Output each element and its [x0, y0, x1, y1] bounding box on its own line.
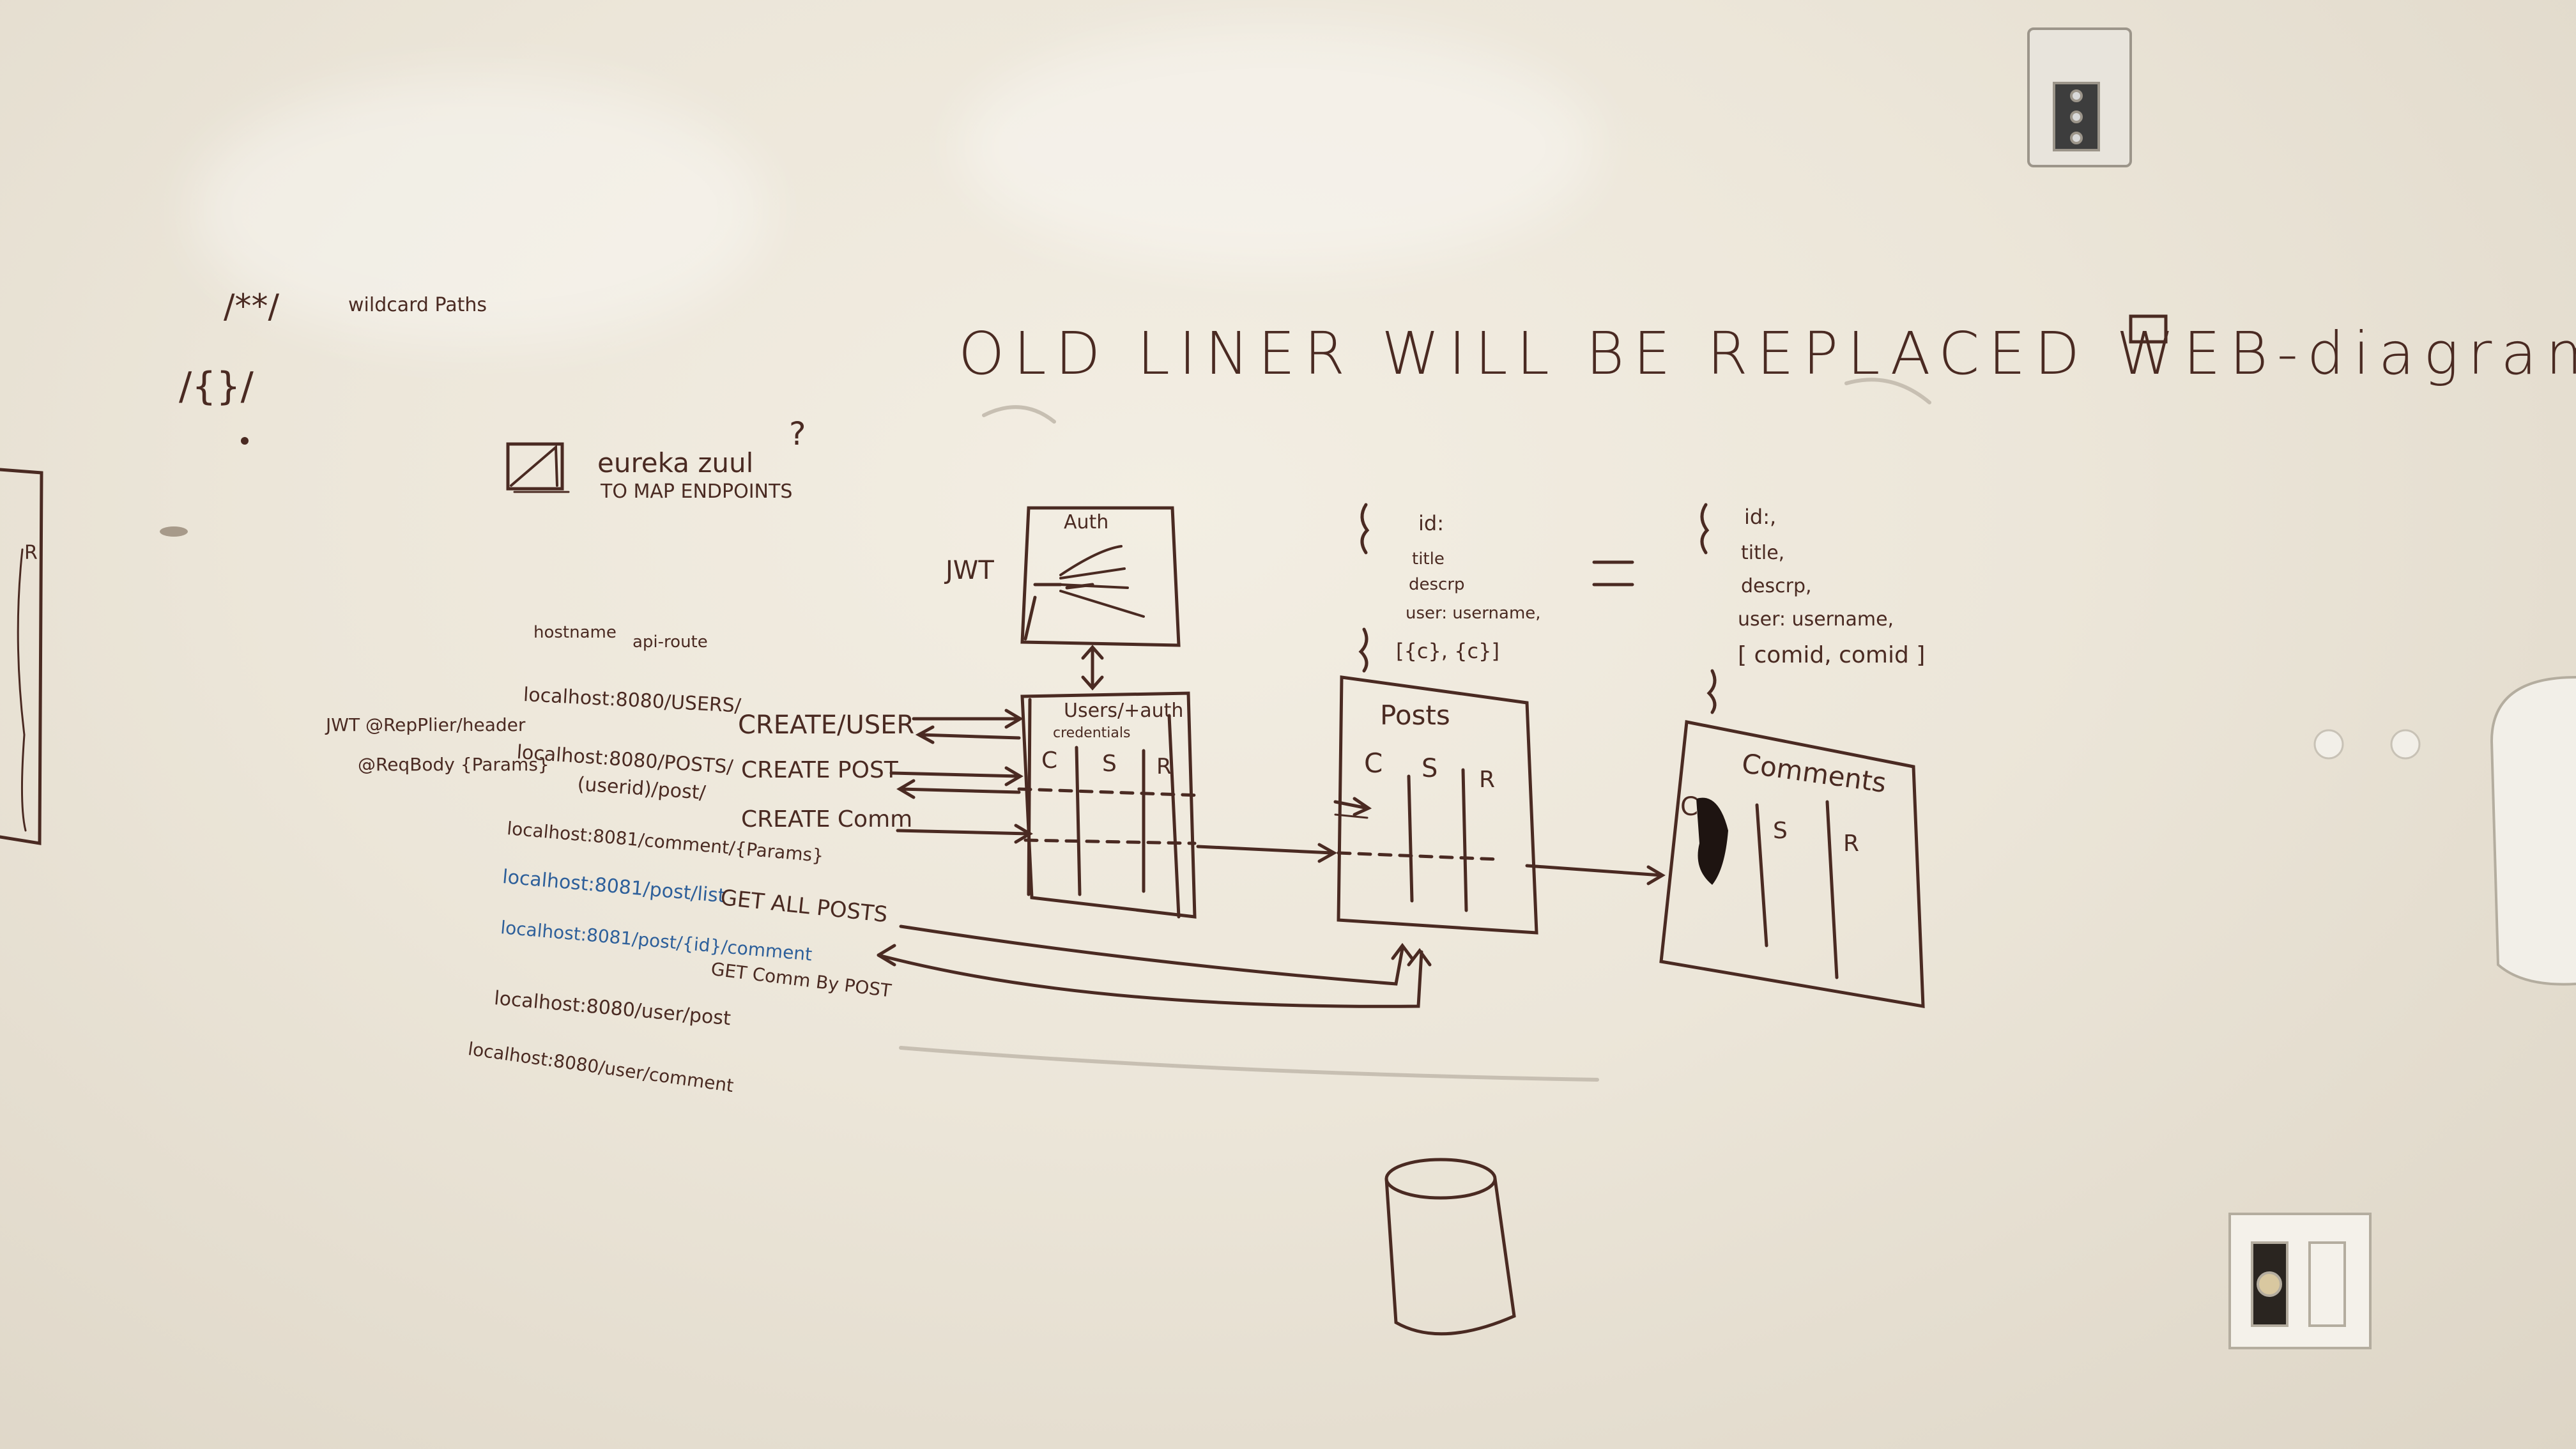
braces-note: /{}/ [179, 364, 254, 409]
jwt-note-body: @ReqBody {Params} [358, 754, 549, 775]
wall-switch-plate [2228, 1213, 2372, 1349]
light-glare [958, 26, 1597, 268]
posts-box [1337, 675, 1538, 935]
users-col-r: R [1156, 754, 1172, 779]
schema-left-field: id: [1418, 511, 1444, 535]
eureka-note: eureka zuul [597, 447, 754, 479]
database-cylinder [1384, 1158, 1497, 1200]
comments-col-c: C [1680, 792, 1698, 822]
schema-left-array: [{c}, {c}] [1396, 639, 1499, 663]
schema-left-field: descrp [1409, 575, 1465, 594]
create-post-label: CREATE POST [741, 757, 898, 783]
posts-col-c: C [1364, 747, 1383, 779]
schema-right-field: descrp, [1741, 575, 1812, 597]
users-col-s: S [1102, 751, 1117, 777]
eureka-question: ? [789, 415, 806, 452]
equals-text: = [1591, 543, 1639, 610]
posts-col-r: R [1479, 767, 1496, 793]
eureka-subnote: TO MAP ENDPOINTS [601, 480, 793, 503]
checkbox-icon [2129, 314, 2168, 344]
marker-smudge [1696, 797, 1728, 885]
create-user-arrow [912, 709, 1023, 729]
auth-label: Auth [1064, 511, 1109, 533]
get-all-posts-arrow [899, 924, 1414, 986]
eureka-box-icon [506, 442, 564, 491]
wildcard-label: wildcard Paths [348, 294, 487, 316]
board-edge-panel [0, 468, 43, 845]
users-label: Users/+auth [1064, 700, 1184, 722]
users-posts-arrow [1196, 843, 1338, 863]
schema-right-field: [ comid, comid ] [1738, 642, 1926, 668]
comments-col-r: R [1843, 831, 1860, 857]
wildcard-code: /**/ [224, 288, 280, 326]
posts-col-s: S [1422, 754, 1438, 783]
routes-header-api-route: api-route [632, 632, 708, 652]
wall-fixture-right [2490, 676, 2576, 986]
light-glare [192, 77, 767, 345]
jwt-label: JWT [946, 556, 994, 585]
wall-hooks [2313, 729, 2421, 760]
auth-users-arrow [1081, 645, 1104, 691]
auth-box [1020, 506, 1181, 647]
posts-label: Posts [1380, 700, 1450, 731]
posts-comments-arrow [1525, 864, 1666, 885]
side-r-label: R [24, 542, 38, 564]
jwt-note: JWT @RepPlier/header [326, 714, 526, 735]
schema-right-field: id:, [1744, 505, 1777, 529]
schema-right-field: user: username, [1738, 608, 1894, 631]
comments-box [1659, 720, 1925, 1008]
create-post-arrow [889, 766, 1023, 786]
wall-thermostat [2027, 27, 2132, 167]
create-comm-label: CREATE Comm [741, 806, 913, 832]
users-sublabel: credentials [1053, 725, 1131, 741]
create-comm-arrow [896, 824, 1033, 844]
create-user-label: CREATE/USER [738, 710, 915, 740]
schema-left-field: user: username, [1406, 604, 1541, 623]
equals-sign [1592, 560, 1634, 586]
users-col-c: C [1041, 747, 1058, 774]
schema-right-field: title, [1741, 542, 1785, 564]
schema-left-field: title [1412, 549, 1445, 569]
routes-header-hostname: hostname [533, 623, 617, 642]
comments-col-s: S [1773, 818, 1788, 844]
page-title: OLD LINER WILL BE REPLACED WEB-diagram [958, 319, 2576, 388]
